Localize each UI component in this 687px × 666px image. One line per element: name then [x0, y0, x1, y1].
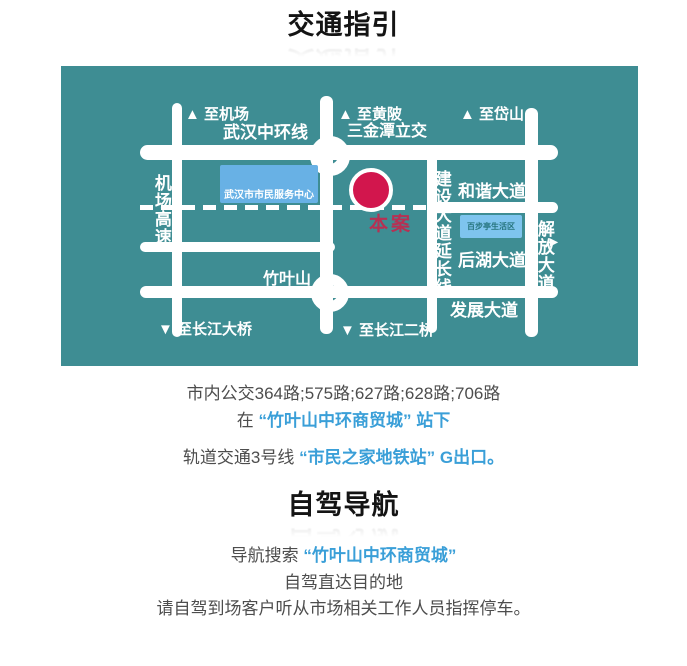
nav-search-keyword: “竹叶山中环商贸城” — [303, 546, 457, 565]
label-zhonghuan-road: 武汉中环线 — [223, 123, 308, 142]
title-reflection-driving: 自驾导航 — [0, 523, 687, 538]
service-center-box: 武汉市市民服务中心 — [220, 165, 318, 203]
bus-stop-prefix: 在 — [236, 411, 254, 430]
service-center-label: 武汉市市民服务中心 — [224, 190, 314, 201]
baibuting-box: 百步亭生活区 — [460, 215, 522, 238]
bus-routes-line: 市内公交364路;575路;627路;628路;706路 — [0, 384, 687, 403]
road-jiefang-vertical — [525, 108, 538, 337]
jiefang-arrow-icon: ▶ — [550, 237, 558, 248]
metro-station-name: “市民之家地铁站” G出口。 — [299, 448, 505, 467]
parking-instruction-line: 请自驾到场客户听从市场相关工作人员指挥停车。 — [156, 599, 531, 618]
label-jiefang-avenue: 解放大道 — [534, 220, 554, 292]
road-hexie-horizontal — [427, 202, 558, 213]
nav-search-prefix: 导航搜索 — [230, 546, 299, 565]
label-to-airport: ▲ 至机场 — [185, 106, 250, 123]
label-zhuyeshan: 竹叶山 — [263, 271, 312, 288]
road-jianshe-vertical — [427, 152, 437, 333]
label-to-changjiang-bridge1: ▼ 至长江大桥 — [158, 321, 253, 338]
label-jianshe-extension: 建设大道延长线 — [431, 170, 451, 296]
site-marker-label: 本案 — [368, 214, 413, 235]
direct-arrival-line: 自驾直达目的地 — [284, 573, 403, 592]
nav-search-line: 导航搜索 “竹叶山中环商贸城” — [0, 546, 687, 565]
road-expressway-dashed — [140, 205, 427, 210]
road-fazhan-horizontal — [140, 286, 558, 298]
label-hexie-avenue: 和谐大道 — [458, 182, 526, 201]
baibuting-label: 百步亭生活区 — [467, 222, 515, 231]
label-to-huangpi: ▲ 至黄陂 — [338, 106, 403, 123]
metro-line: 轨道交通3号线 “市民之家地铁站” G出口。 — [0, 448, 687, 467]
metro-prefix: 轨道交通3号线 — [182, 448, 295, 467]
road-airport-vertical — [172, 103, 182, 337]
label-sanjintan-interchange: 三金潭立交 — [347, 123, 428, 140]
label-to-daishan: ▲ 至岱山 — [460, 106, 525, 123]
road-middle-horizontal — [140, 242, 335, 252]
bus-stop-line: 在 “竹叶山中环商贸城” 站下 — [0, 411, 687, 430]
title-reflection-transit: 交通指引 — [0, 43, 687, 58]
label-to-changjiang-bridge2: ▼ 至长江二桥 — [340, 322, 435, 339]
section-title-driving: 自驾导航 — [287, 490, 400, 520]
bus-routes-text: 市内公交364路;575路;627路;628路;706路 — [186, 384, 501, 403]
label-airport-expressway: 机场高速 — [151, 174, 171, 246]
roundabout-zhuyeshan — [311, 274, 349, 312]
label-fazhan-avenue: 发展大道 — [450, 301, 518, 320]
section-title-transit: 交通指引 — [287, 10, 400, 40]
label-houhu-avenue: 后湖大道 — [458, 251, 526, 270]
traffic-map: 武汉市市民服务中心 百步亭生活区 本案 ▲ 至机场 武汉中环线 ▲ 至黄陂 三金… — [61, 66, 638, 366]
bus-stop-name: “竹叶山中环商贸城” 站下 — [258, 411, 451, 430]
site-marker-circle — [349, 168, 393, 212]
